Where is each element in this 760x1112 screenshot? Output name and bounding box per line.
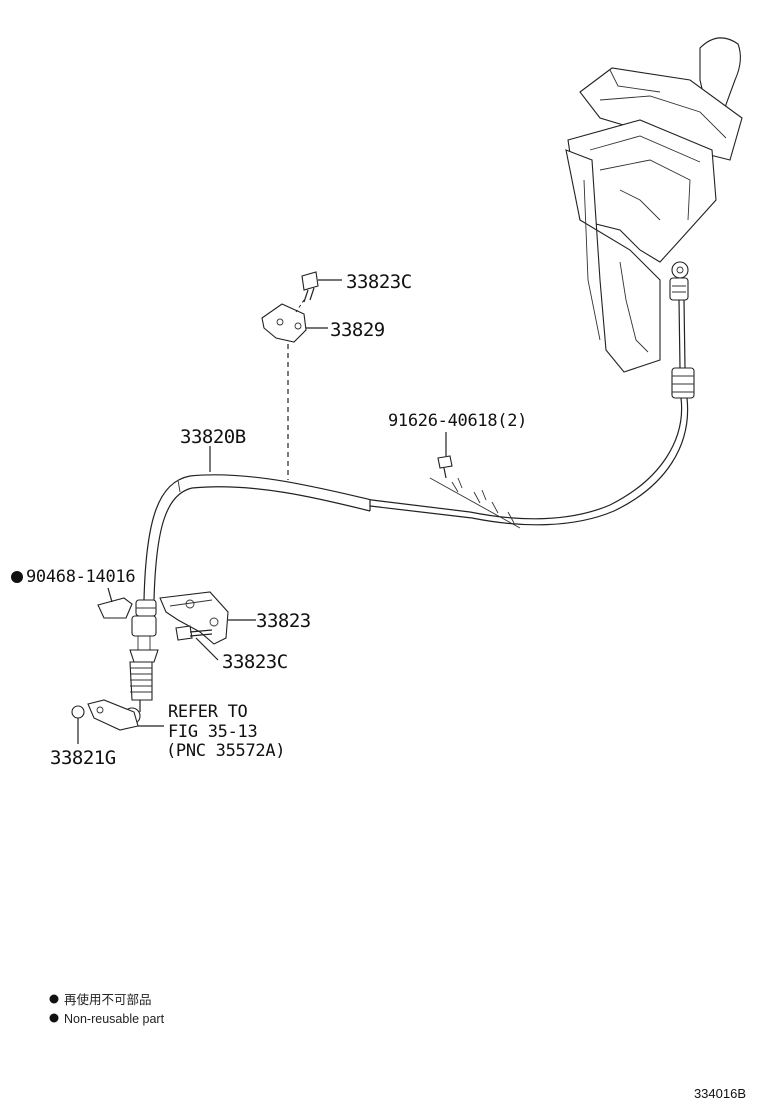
callout-33829: 33829 xyxy=(330,319,385,341)
refer-line-3: (PNC 35572A) xyxy=(166,741,285,761)
clip-33829 xyxy=(261,303,307,343)
callout-33823C-lower: 33823C xyxy=(222,651,288,673)
bolt-91626 xyxy=(437,455,453,479)
callout-33823: 33823 xyxy=(256,610,311,632)
bolt-33823C-lower xyxy=(175,625,213,641)
refer-line-1: REFER TO xyxy=(168,702,248,722)
legend-jp: 再使用不可部品 xyxy=(64,992,152,1007)
shift-cable xyxy=(123,397,689,725)
bolt-33823C-upper xyxy=(301,271,319,303)
callout-91626: 91626-40618(2) xyxy=(388,411,527,431)
legend-en: Non-reusable part xyxy=(64,1012,165,1026)
callout-33823C-upper: 33823C xyxy=(346,271,412,293)
non-reusable-marker xyxy=(11,571,23,583)
legend: 再使用不可部品 Non-reusable part xyxy=(49,992,165,1026)
callout-33821G: 33821G xyxy=(50,747,116,769)
leader-lines xyxy=(16,279,447,744)
lever-plate-assembly xyxy=(71,699,139,731)
refer-line-2: FIG 35-13 xyxy=(168,722,257,742)
legend-bullet-icon xyxy=(49,1013,59,1023)
callout-33820B: 33820B xyxy=(180,426,246,448)
clip-90468 xyxy=(97,597,133,619)
figure-number: 334016B xyxy=(694,1086,746,1101)
callout-90468: 90468-14016 xyxy=(26,567,135,587)
legend-bullet-icon xyxy=(49,994,59,1004)
shift-lever-assembly xyxy=(565,37,743,399)
bracket-33823 xyxy=(159,591,229,645)
